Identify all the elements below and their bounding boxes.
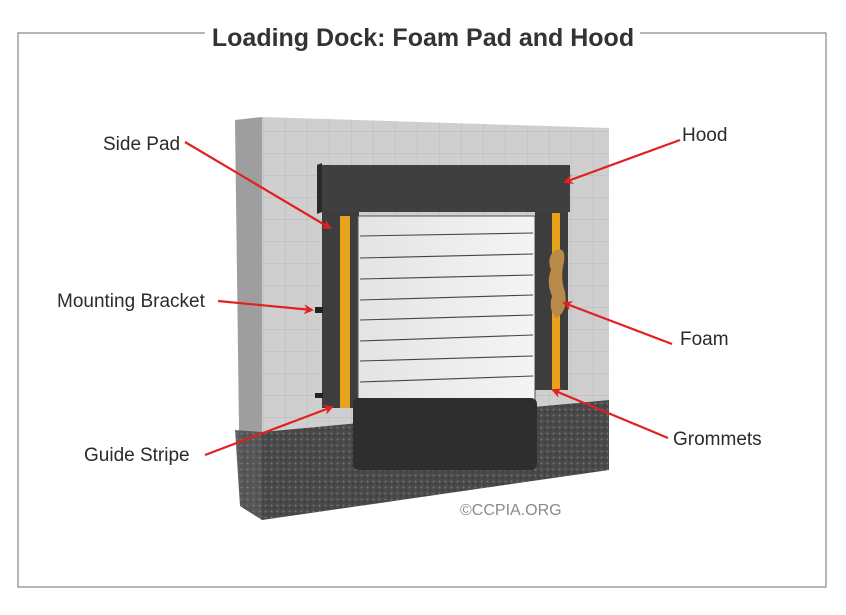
label-mounting-bracket: Mounting Bracket: [57, 291, 206, 312]
arrow-guide-stripe: [204, 405, 334, 457]
overhead-door: [357, 215, 536, 402]
dock-bumper: [353, 398, 537, 470]
label-foam: Foam: [680, 329, 729, 350]
arrows: [184, 138, 681, 457]
left-side-pad: [322, 212, 359, 408]
label-guide-stripe: Guide Stripe: [84, 445, 190, 466]
diagram-title: Loading Dock: Foam Pad and Hood: [212, 24, 634, 52]
copyright: ©CCPIA.ORG: [460, 502, 562, 519]
label-side-pad: Side Pad: [103, 134, 180, 155]
hood: [317, 163, 570, 214]
arrow-mounting-bracket: [217, 299, 314, 315]
frame-border: [17, 32, 827, 588]
arrow-hood: [563, 138, 681, 184]
foam-cutaway: [548, 249, 566, 318]
arrow-side-pad: [184, 141, 332, 230]
label-grommets: Grommets: [673, 429, 762, 450]
guide-stripe-left: [340, 216, 350, 408]
mounting-bracket: [315, 307, 323, 313]
arrow-grommets: [551, 388, 669, 440]
mounting-bracket-lower: [315, 393, 323, 398]
label-hood: Hood: [682, 125, 727, 146]
arrow-foam: [562, 301, 673, 346]
right-side-pad: [535, 212, 568, 390]
